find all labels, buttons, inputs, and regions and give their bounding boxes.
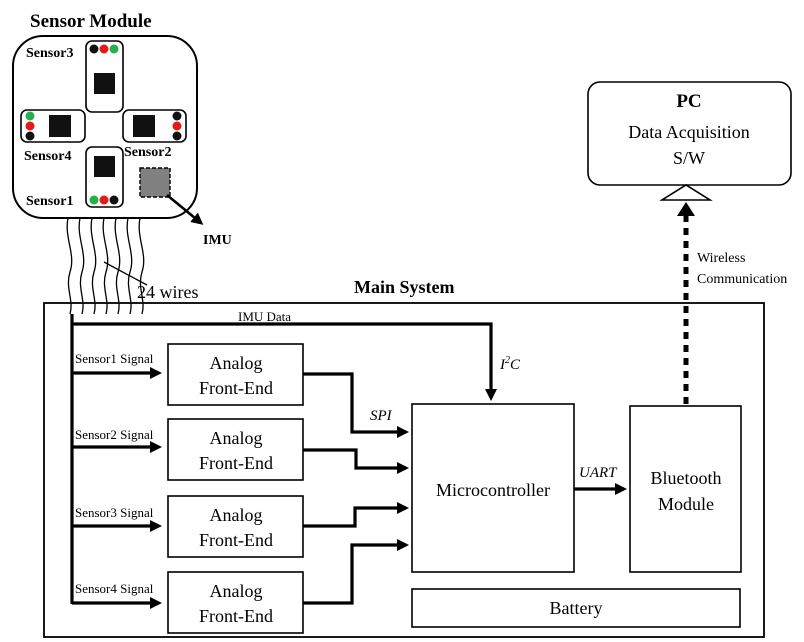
bluetooth-label-line2: Module [658,494,714,514]
afe3-to-mcu-line [303,502,409,528]
afe-label-line1: Analog [210,428,263,448]
afe-block-1: Analog Front-End [167,343,304,406]
sensor1-dot [99,195,109,205]
sensor-module: Sensor Module Sensor3 Sensor4 [12,11,232,248]
bluetooth-label-line1: Bluetooth [651,468,722,488]
microcontroller-label: Microcontroller [436,480,550,500]
sensor1-dot [109,195,119,205]
wireless-label-line1: Wireless [697,251,745,266]
bluetooth-module-block: Bluetooth Module [629,405,742,573]
afe-label-line2: Front-End [199,378,273,398]
pc-title: PC [676,91,701,112]
microcontroller-block: Microcontroller [411,403,575,573]
imu-data-label: IMU Data [238,309,291,324]
afe-label-line2: Front-End [199,530,273,550]
sensor2-signal-label: Sensor2 Signal [75,427,154,442]
battery-block: Battery [411,588,741,628]
wires-label: 24 wires [137,282,199,302]
spi-label: SPI [370,408,393,424]
uart-label: UART [579,465,618,481]
sensor4-dot [25,131,35,141]
wire-bundle [66,217,148,315]
afe-block-3: Analog Front-End [167,495,304,558]
i2c-label: I2C [499,355,521,373]
sensor2-dot [172,121,182,131]
pc-software-line1: Data Acquisition [628,122,749,142]
afe4-to-mcu-line [303,539,409,605]
sensor1-signal-label: Sensor1 Signal [75,351,154,366]
imu-data-bus [72,322,497,401]
afe-block-2: Analog Front-End [167,418,304,481]
sensor3-dot [99,44,109,54]
afe-label-line1: Analog [210,353,263,373]
sensor1-element [85,146,124,208]
wireless-label-line2: Communication [697,272,787,287]
sensor2-element [122,109,187,143]
imu-pointer-arrow [166,193,204,225]
sensor1-label: Sensor1 [26,194,73,209]
sensor2-label: Sensor2 [124,145,171,160]
sensor4-element [20,109,86,143]
imu-label: IMU [203,233,232,248]
sensor3-dot [109,44,119,54]
afe2-to-mcu-line [303,448,409,474]
sensor2-dot [172,131,182,141]
sensor2-dot [172,111,182,121]
afe-label-line1: Analog [210,581,263,601]
sensor4-dot [25,121,35,131]
afe-block-4: Analog Front-End [167,571,304,634]
pc-box: PC Data Acquisition S/W [587,81,792,186]
imu-chip [139,167,171,198]
sensor3-dot [89,44,99,54]
pc-stand-triangle [659,184,713,201]
main-system-title: Main System [354,277,455,297]
sensor4-signal-label: Sensor4 Signal [75,581,154,596]
afe-label-line2: Front-End [199,453,273,473]
sensor1-dot [89,195,99,205]
afe1-to-mcu-line [303,372,409,438]
sensor-module-title: Sensor Module [30,11,152,32]
afe-label-line1: Analog [210,505,263,525]
sensor3-element [85,40,124,113]
afe-label-line2: Front-End [199,606,273,626]
main-system-frame [43,302,765,638]
battery-label: Battery [550,598,603,618]
pc-software-line2: S/W [673,148,705,168]
sensor4-label: Sensor4 [24,149,71,164]
sensor4-dot [25,111,35,121]
sensor3-signal-label: Sensor3 Signal [75,505,154,520]
wireless-arrow-head [677,202,695,216]
sensor3-label: Sensor3 [26,46,73,61]
